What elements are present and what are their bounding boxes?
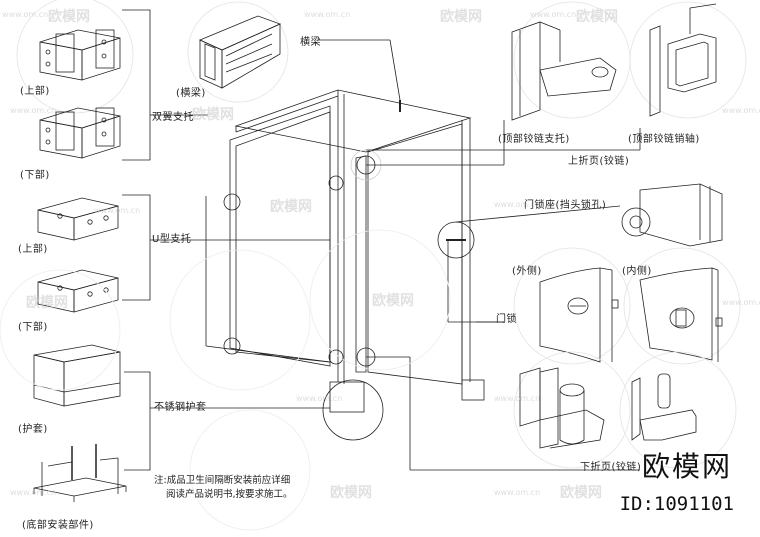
watermark-site: www.om.cn xyxy=(722,106,760,115)
lower-hinge xyxy=(513,351,631,469)
watermark-site: www.om.cn xyxy=(494,394,541,403)
watermark-site: www.om.cn xyxy=(722,298,760,307)
watermark-site: www.om.cn xyxy=(296,394,343,403)
cubicle-structure xyxy=(205,89,504,441)
label-sleeve: (护套) xyxy=(18,424,48,435)
label-door-lock: 门锁 xyxy=(496,314,517,325)
watermark-circles xyxy=(0,229,451,531)
leader-lines xyxy=(122,9,401,471)
watermark-site: www.om.cn xyxy=(494,200,541,209)
label-bottom-part: (下部) xyxy=(20,170,50,181)
label-lower-hinge: 下折页(铰链) xyxy=(580,462,642,473)
label-double-ear-bracket: 双翼支托 xyxy=(152,112,194,123)
label-outer: (外侧) xyxy=(512,266,542,277)
watermark-site: www.om.cn xyxy=(10,488,57,497)
label-top-part: (上部) xyxy=(20,86,50,97)
watermark-site: www.om.cn xyxy=(10,106,57,115)
label-bottom-part-2: (下部) xyxy=(18,322,48,333)
double-ear-bracket-top xyxy=(16,0,134,114)
top-hinge-pin xyxy=(629,1,747,119)
watermark-site: www.om.cn xyxy=(94,206,141,215)
base-mounting-parts xyxy=(33,444,127,502)
door-lock-outer xyxy=(513,247,631,365)
sleeve-part xyxy=(33,344,121,407)
note-line-2: 阅读产品说明书,按要求施工。 xyxy=(166,489,293,500)
label-top-hinge-pin: (顶部铰链销轴) xyxy=(628,134,700,145)
watermark-logo: 欧模网 xyxy=(576,9,618,25)
watermark-logo: 欧模网 xyxy=(372,293,414,309)
door-lock-inner xyxy=(623,247,741,365)
u-bracket-bottom xyxy=(37,269,119,313)
label-top-part-2: (上部) xyxy=(18,244,48,255)
beam-profile xyxy=(187,1,289,103)
label-top-hinge-bracket: (顶部铰链支托) xyxy=(498,134,570,145)
brand-name: 欧模网 xyxy=(641,450,732,483)
note-line-1: 注:成品卫生间隔断安装前应详细 xyxy=(154,475,291,486)
label-inner: (内侧) xyxy=(622,266,652,277)
label-beam-caption: (横梁) xyxy=(176,88,206,99)
label-lock-seat: 门锁座(挡头锁孔) xyxy=(524,200,607,211)
watermark-logo: 欧模网 xyxy=(330,485,372,501)
watermark-logo: 欧模网 xyxy=(560,485,602,501)
watermark-logo: 欧模网 xyxy=(192,107,234,123)
watermark-site: www.om.cn xyxy=(530,10,577,19)
brand-id: ID:1091101 xyxy=(619,493,734,515)
label-beam: 横梁 xyxy=(300,37,321,48)
watermark-site: www.om.cn xyxy=(304,10,351,19)
installation-note: 注:成品卫生间隔断安装前应详细 阅读产品说明书,按要求施工。 xyxy=(154,474,293,502)
watermark-site: www.om.cn xyxy=(2,10,49,19)
watermark-logo: 欧模网 xyxy=(26,295,68,311)
lock-seat xyxy=(621,183,723,247)
label-upper-hinge: 上折页(铰链) xyxy=(568,156,630,167)
u-bracket-top xyxy=(37,197,119,241)
watermark-logo: 欧模网 xyxy=(48,9,90,25)
watermark-logo: 欧模网 xyxy=(270,199,312,215)
label-stainless-sleeve: 不锈钢护套 xyxy=(154,402,207,413)
watermark-site: www.om.cn xyxy=(494,488,541,497)
callout-lines-right xyxy=(366,120,641,471)
double-ear-bracket-bottom xyxy=(39,107,121,159)
watermark-logo: 欧模网 xyxy=(440,9,482,25)
label-u-bracket: U型支托 xyxy=(152,234,192,245)
label-base-parts: (底部安装部件) xyxy=(22,520,94,531)
lower-hinge-pin xyxy=(619,351,737,469)
